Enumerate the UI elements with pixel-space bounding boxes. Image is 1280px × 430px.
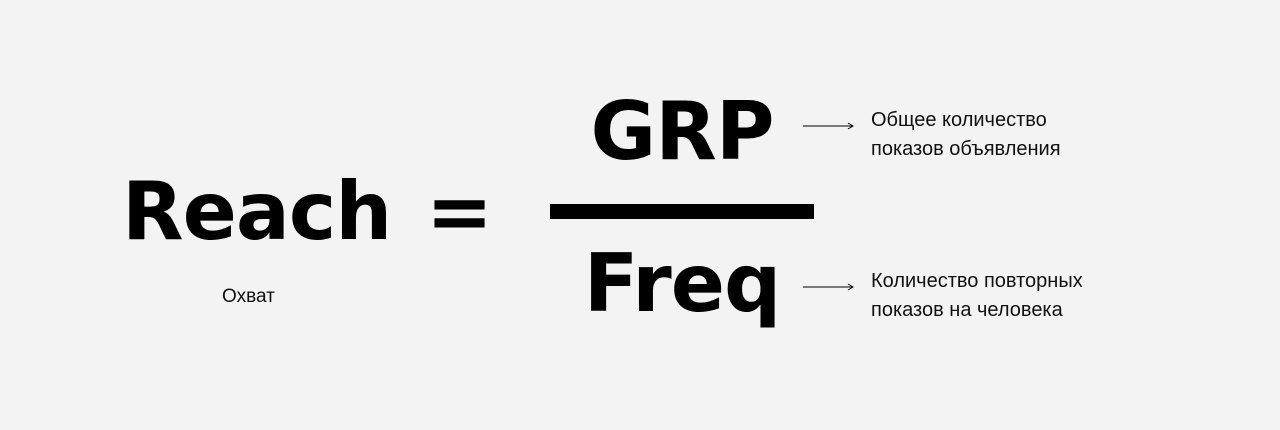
- lhs-caption: Охват: [222, 286, 275, 307]
- denominator-note: Количество повторных показов на человека: [803, 267, 1163, 325]
- denominator-note-text: Количество повторных показов на человека: [871, 270, 1083, 321]
- fraction-numerator: GRP: [590, 85, 775, 178]
- fraction-denominator: Freq: [583, 237, 782, 330]
- numerator-note-text: Общее количество показов объявления: [871, 109, 1061, 160]
- formula-lhs: Reach: [122, 165, 392, 258]
- right-arrow-icon: [803, 283, 854, 291]
- equals-sign: =: [426, 165, 494, 258]
- right-arrow-icon: [803, 122, 854, 130]
- numerator-note: Общее количество показов объявления: [803, 106, 1163, 164]
- fraction-bar: [550, 204, 814, 219]
